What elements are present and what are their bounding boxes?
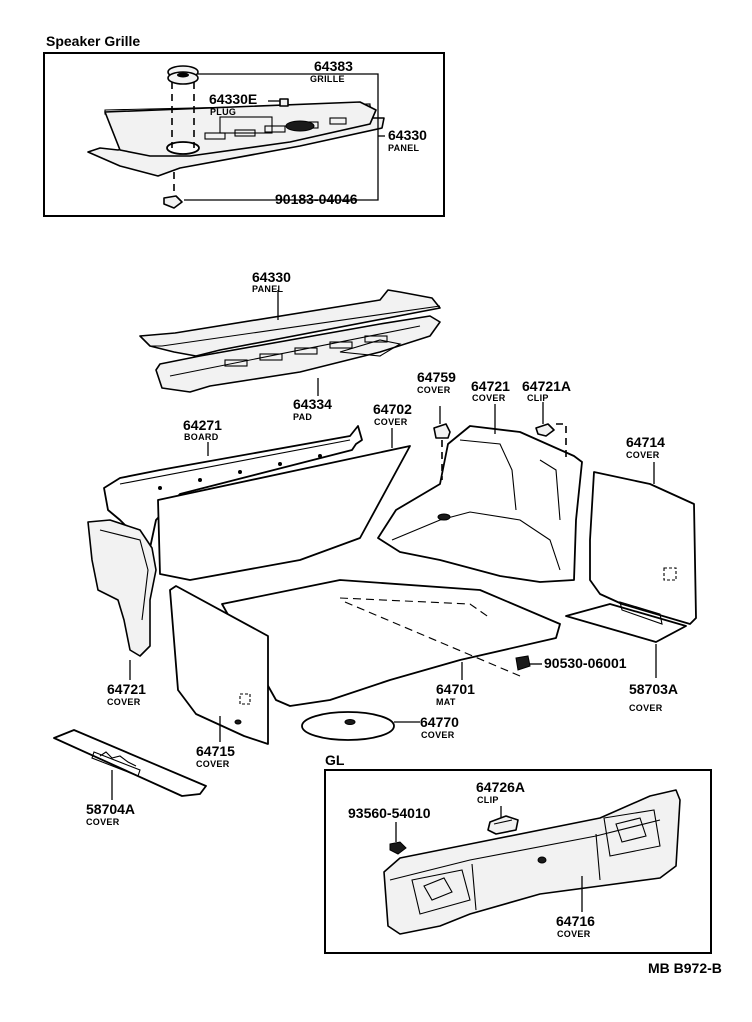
label-64715-number: 64715 (196, 743, 235, 759)
cover-64759 (433, 423, 451, 439)
label-64759-name: COVER (417, 385, 451, 395)
label-64715-name: COVER (196, 759, 230, 769)
label-64726A-name: CLIP (477, 795, 499, 805)
label-64721-left-name: COVER (107, 697, 141, 707)
inset-grille-64383 (167, 65, 199, 85)
label-64721A-number: 64721A (522, 378, 571, 394)
label-64330E-name: PLUG (210, 107, 236, 117)
label-58703A-number: 58703A (629, 681, 678, 697)
label-64716-name: COVER (557, 929, 591, 939)
bolt-90530 (515, 655, 531, 671)
cover-64770 (301, 711, 395, 741)
section-title-gl: GL (325, 752, 345, 768)
label-64770-number: 64770 (420, 714, 459, 730)
label-64721A-name: CLIP (527, 393, 549, 403)
label-64330E-number: 64330E (209, 91, 257, 107)
screw-93560 (389, 841, 407, 855)
figure-code: MB B972-B (648, 960, 722, 976)
cover-58704A (53, 729, 207, 797)
label-64330-main-number: 64330 (252, 269, 291, 285)
cover-58703A (565, 601, 687, 643)
label-64770-name: COVER (421, 730, 455, 740)
label-58704A-number: 58704A (86, 801, 135, 817)
label-58704A-name: COVER (86, 817, 120, 827)
label-64702-number: 64702 (373, 401, 412, 417)
leader-inset (184, 73, 379, 201)
label-64330-inset-name: PANEL (388, 143, 420, 153)
cover-64716 (383, 789, 681, 935)
pad-64334 (155, 315, 441, 393)
cover-64715 (169, 585, 269, 745)
label-64714-name: COVER (626, 450, 660, 460)
label-58703A-name: COVER (629, 703, 663, 713)
gl-frame (324, 769, 712, 954)
cover-64702 (157, 445, 411, 581)
label-64701-number: 64701 (436, 681, 475, 697)
label-64759-number: 64759 (417, 369, 456, 385)
inset-nut-90183 (163, 195, 183, 209)
label-64334-name: PAD (293, 412, 312, 422)
label-64271-number: 64271 (183, 417, 222, 433)
label-64330-main-name: PANEL (252, 284, 284, 294)
mat-64701 (221, 579, 561, 707)
cover-64721-left (87, 519, 157, 657)
label-64271-name: BOARD (184, 432, 219, 442)
label-64716-number: 64716 (556, 913, 595, 929)
label-64726A-number: 64726A (476, 779, 525, 795)
label-90530-number: 90530-06001 (544, 655, 627, 671)
label-64330-inset-number: 64330 (388, 127, 427, 143)
label-64721-right-name: COVER (472, 393, 506, 403)
label-64334-number: 64334 (293, 396, 332, 412)
label-64701-name: MAT (436, 697, 456, 707)
label-64721-left-number: 64721 (107, 681, 146, 697)
clip-64726A (487, 815, 519, 835)
label-64714-number: 64714 (626, 434, 665, 450)
inset-frame (43, 52, 445, 217)
label-64383-name: GRILLE (310, 74, 345, 84)
panel-64330 (139, 289, 441, 357)
label-93560-number: 93560-54010 (348, 805, 431, 821)
clip-64721A (535, 423, 555, 437)
inset-plug-64330E (279, 98, 289, 107)
section-title-speaker-grille: Speaker Grille (46, 33, 140, 49)
label-64383-number: 64383 (314, 58, 353, 74)
label-90183-number: 90183-04046 (275, 191, 358, 207)
label-64721-right-number: 64721 (471, 378, 510, 394)
label-64702-name: COVER (374, 417, 408, 427)
cover-64714 (589, 471, 697, 625)
